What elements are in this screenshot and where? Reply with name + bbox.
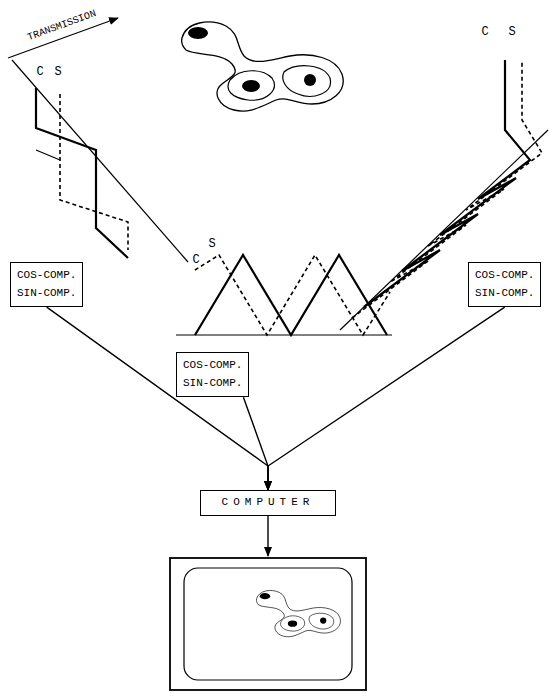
component-box: COS-COMP.SIN-COMP. xyxy=(10,262,83,307)
component-box: COS-COMP.SIN-COMP. xyxy=(468,262,541,307)
signal-arrow xyxy=(243,397,268,490)
monitor-frame xyxy=(170,558,366,690)
contour-map xyxy=(182,22,344,111)
axis-line xyxy=(340,130,548,330)
cos-wave xyxy=(36,88,128,258)
wave-label: C xyxy=(36,66,43,78)
box-text: SIN-COMP. xyxy=(475,285,534,303)
computer-box: COMPUTER xyxy=(200,490,336,516)
output-arrow xyxy=(267,516,268,556)
wave-label: S xyxy=(208,238,215,250)
axis-line xyxy=(176,334,392,335)
wave-step xyxy=(36,150,60,160)
displayed-contour-map xyxy=(256,590,340,636)
box-text: COS-COMP. xyxy=(475,267,534,285)
sin-wave xyxy=(195,255,390,335)
axis-line xyxy=(12,60,188,262)
sin-wave xyxy=(352,60,542,318)
wave-label: S xyxy=(54,66,61,78)
box-text: SIN-COMP. xyxy=(183,375,242,393)
box-text: COS-COMP. xyxy=(183,357,242,375)
monitor-screen xyxy=(184,568,352,680)
box-text: SIN-COMP. xyxy=(17,285,76,303)
signal-arrow xyxy=(47,307,268,490)
box-text: COMPUTER xyxy=(207,494,329,512)
wave-label: C xyxy=(481,26,488,38)
signal-arrow xyxy=(268,307,505,490)
wave-label: S xyxy=(508,26,515,38)
wave-label: C xyxy=(192,254,199,266)
component-box: COS-COMP.SIN-COMP. xyxy=(176,352,249,397)
box-text: COS-COMP. xyxy=(17,267,76,285)
sin-wave xyxy=(60,94,128,250)
